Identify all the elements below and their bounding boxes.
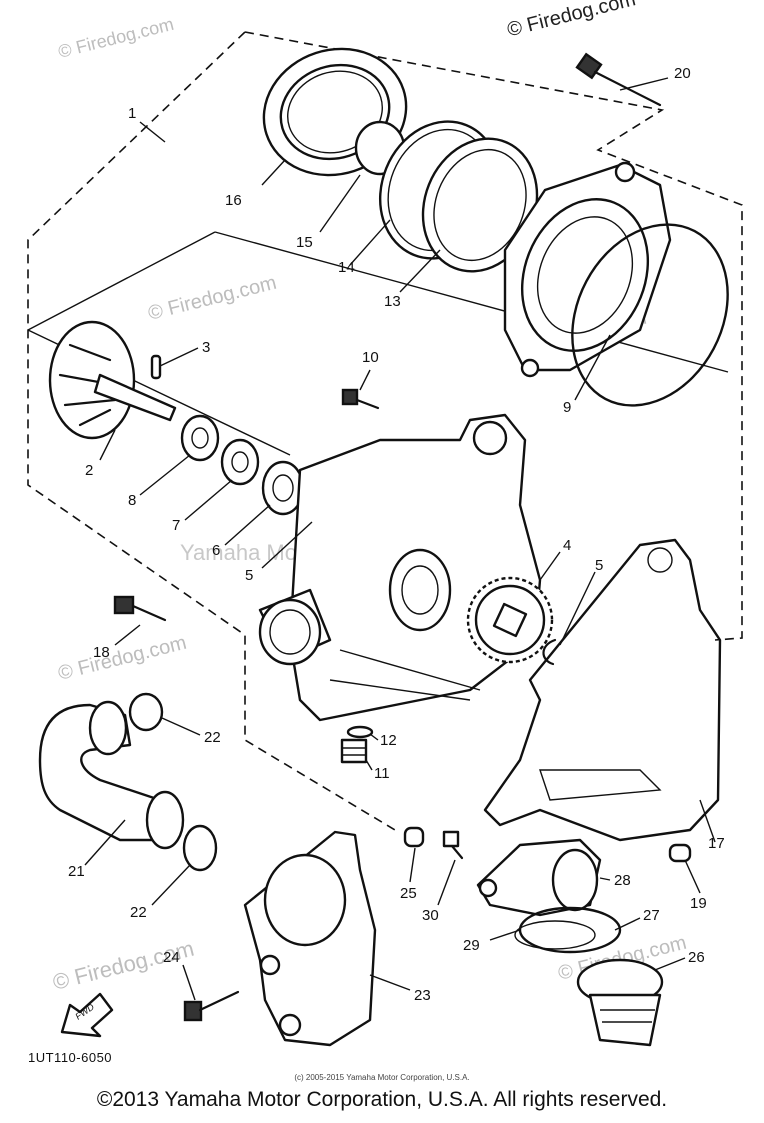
thermostat-26 (576, 958, 664, 1047)
callout-16: 16 (225, 192, 242, 209)
callout-8: 8 (128, 492, 136, 509)
o-ring-22b (182, 824, 218, 872)
callout-3: 3 (202, 339, 210, 356)
callout-5b: 5 (595, 557, 603, 574)
callout-24: 24 (163, 949, 180, 966)
o-ring-27 (518, 906, 622, 954)
part-code: 1UT110-6050 (28, 1050, 113, 1065)
small-copyright: (c) 2005-2015 Yamaha Motor Corporation, … (294, 1073, 470, 1082)
assembly-boundary (244, 31, 743, 641)
callout-11: 11 (374, 765, 390, 782)
pipe-21 (38, 700, 185, 850)
callout-18: 18 (93, 644, 110, 661)
callout-12: 12 (380, 732, 397, 749)
callout-22b: 22 (130, 904, 147, 921)
bolt-24 (183, 990, 240, 1022)
callout-23: 23 (414, 987, 431, 1004)
callout-30: 30 (422, 907, 439, 924)
callout-19: 19 (690, 895, 707, 912)
thermostat-cover-28 (476, 838, 602, 917)
callout-1: 1 (128, 105, 136, 122)
callout-28: 28 (614, 872, 631, 889)
bolt-30 (442, 830, 464, 860)
o-ring-9 (571, 223, 729, 407)
bearing-6 (261, 460, 305, 516)
collar-25 (403, 826, 425, 848)
callout-22a: 22 (204, 729, 221, 746)
gear-4 (466, 576, 554, 664)
leader-lines (84, 77, 716, 1001)
callout-21: 21 (68, 863, 85, 880)
pump-housing (258, 413, 542, 722)
bolt-10 (341, 388, 380, 410)
circlip-5b (542, 638, 557, 666)
seal-7 (220, 438, 260, 486)
callout-20: 20 (674, 65, 691, 82)
drain-bolt-11 (340, 738, 368, 764)
callout-15: 15 (296, 234, 313, 251)
callout-13: 13 (384, 293, 401, 310)
pin-3 (150, 354, 162, 380)
callouts: 1 16 15 14 13 20 9 3 10 2 8 7 6 5 4 5 18… (68, 65, 725, 1004)
fwd-arrow-icon: FWD (60, 992, 114, 1038)
callout-14: 14 (338, 259, 355, 276)
impeller-2 (48, 320, 177, 440)
callout-9: 9 (563, 399, 571, 416)
callout-5a: 5 (245, 567, 253, 584)
washer-12 (346, 725, 374, 739)
callout-26: 26 (688, 949, 705, 966)
bolt-20 (575, 52, 662, 107)
o-ring-22a (128, 692, 164, 732)
thermostat-housing-23 (243, 830, 377, 1047)
callout-4: 4 (563, 537, 571, 554)
copyright-notice: ©2013 Yamaha Motor Corporation, U.S.A. A… (96, 1088, 668, 1111)
assembly-boundary-left (27, 31, 396, 831)
callout-7: 7 (172, 517, 180, 534)
watermark: © Firedog.com (56, 14, 176, 62)
pump-cover-housing (503, 161, 672, 378)
seal-8 (180, 414, 220, 462)
gasket-17 (483, 538, 722, 842)
callout-6: 6 (212, 542, 220, 559)
callout-27: 27 (643, 907, 660, 924)
callout-25: 25 (400, 885, 417, 902)
bolt-18 (113, 595, 167, 622)
callout-29: 29 (463, 937, 480, 954)
callout-2: 2 (85, 462, 93, 479)
callout-17: 17 (708, 835, 725, 852)
watermark: © Firedog.com (146, 272, 279, 325)
dowel-19 (668, 843, 692, 863)
callout-10: 10 (362, 349, 379, 366)
gasket-29 (514, 920, 596, 950)
